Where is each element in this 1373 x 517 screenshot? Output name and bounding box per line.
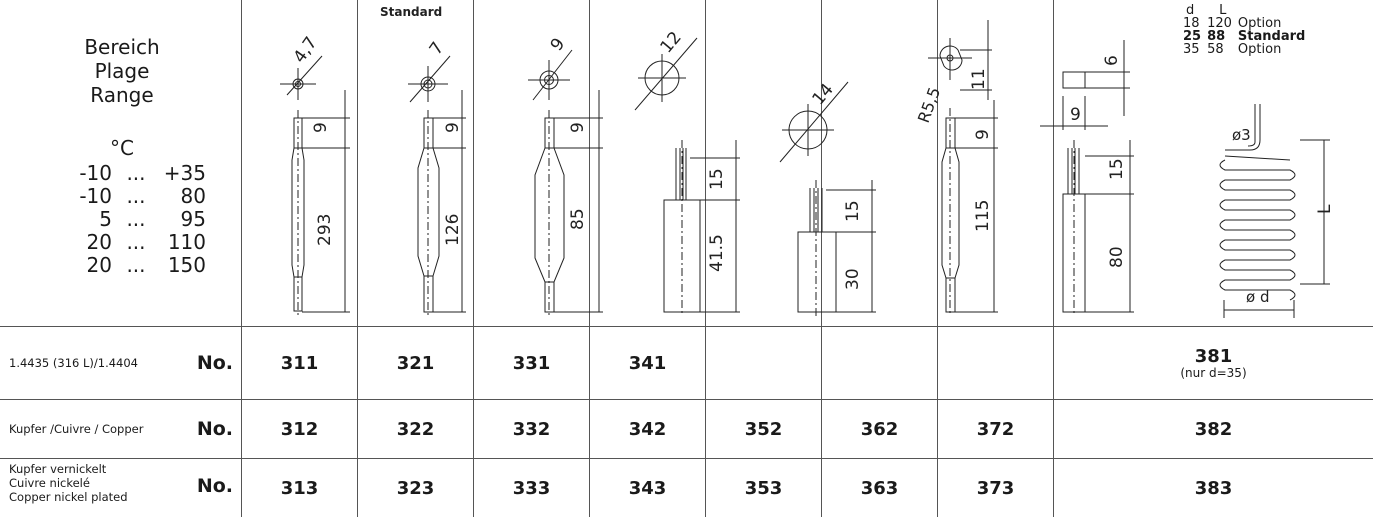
range-list: -10...+35 -10...80 5...95 20...110 20...… xyxy=(72,162,206,277)
product-number: 312 xyxy=(280,418,319,440)
coil-options-table: d L 18 120 Option 25 88 Standard 35 58 O… xyxy=(1183,4,1311,56)
standard-label: Standard xyxy=(380,5,442,19)
product-number: 343 xyxy=(628,477,667,499)
range-row: 20...110 xyxy=(86,230,206,254)
product-number: 331 xyxy=(512,352,551,374)
range-row: 5...95 xyxy=(99,207,206,231)
product-number: 323 xyxy=(396,477,435,499)
dim-label: 9 xyxy=(1070,105,1081,125)
product-number: 383 xyxy=(1194,477,1233,499)
range-row: 20...150 xyxy=(86,253,206,277)
coil-diameter-label: ø d xyxy=(1246,288,1269,306)
no-label: No. xyxy=(196,418,233,440)
no-label: No. xyxy=(196,475,233,497)
dim-label: 15 xyxy=(1107,158,1127,180)
product-number: 362 xyxy=(860,418,899,440)
dim-label: 9 xyxy=(443,122,463,133)
dim-label: 126 xyxy=(443,214,463,246)
product-number: 372 xyxy=(976,418,1015,440)
dim-label: 15 xyxy=(707,168,727,190)
dim-label: 85 xyxy=(568,208,588,230)
product-number: 321 xyxy=(396,352,435,374)
dim-label: 7 xyxy=(426,39,449,59)
dim-label: 6 xyxy=(1102,55,1122,66)
dim-label: 12 xyxy=(657,28,686,57)
dim-label: 41.5 xyxy=(707,234,727,272)
material-label-nickel: Kupfer vernickelt Cuivre nickelé Copper … xyxy=(9,462,233,504)
dim-label: 14 xyxy=(809,80,838,109)
material-label-stainless: 1.4435 (316 L)/1.4404 No. xyxy=(9,352,233,374)
product-number: 382 xyxy=(1194,418,1233,440)
dim-label: 9 xyxy=(568,122,588,133)
range-row: -10...80 xyxy=(79,184,206,208)
range-title-en: Range xyxy=(90,83,154,107)
product-number: 322 xyxy=(396,418,435,440)
dim-label: R5,5 xyxy=(914,85,944,126)
coil-options-header: d L xyxy=(1186,3,1227,18)
sensor-drawing-321 xyxy=(408,55,466,316)
range-unit: °C xyxy=(110,136,134,160)
product-number: 332 xyxy=(512,418,551,440)
range-title-de: Bereich xyxy=(84,35,160,59)
product-number-coil: 381 (nur d=35) xyxy=(1180,346,1247,380)
coil-drawing xyxy=(1219,104,1330,318)
range-cell: Bereich Plage Range °C -10...+35 -10...8… xyxy=(0,0,241,326)
dim-label: 9 xyxy=(311,122,331,133)
material-label-copper: Kupfer /Cuivre / Copper No. xyxy=(9,418,233,440)
sensor-drawing-331 xyxy=(528,49,603,316)
sensor-drawing-341 xyxy=(634,37,740,316)
sensor-drawing-352 xyxy=(779,81,876,316)
coil-wire-label: ø3 xyxy=(1232,126,1251,144)
product-number: 373 xyxy=(976,477,1015,499)
dim-label: 30 xyxy=(843,268,863,290)
product-number: 313 xyxy=(280,477,319,499)
sensor-drawings: 9 293 4,7 Standard 9 126 7 xyxy=(280,5,1335,318)
product-number: 353 xyxy=(744,477,783,499)
range-title-fr: Plage xyxy=(94,59,150,83)
no-label: No. xyxy=(196,352,233,374)
coil-option-row: 18 120 Option xyxy=(1183,16,1282,31)
coil-note: (nur d=35) xyxy=(1180,366,1247,380)
dim-label: 9 xyxy=(973,129,993,140)
product-number: 333 xyxy=(512,477,551,499)
product-number: 341 xyxy=(628,352,667,374)
sensor-drawing-372 xyxy=(1040,40,1134,316)
dim-label: 15 xyxy=(843,200,863,222)
product-number: 352 xyxy=(744,418,783,440)
sensor-drawing-362 xyxy=(928,20,998,316)
product-number: 363 xyxy=(860,477,899,499)
coil-option-row: 25 88 Standard xyxy=(1183,29,1306,44)
dim-label: 11 xyxy=(969,68,989,90)
dim-label: 115 xyxy=(973,200,993,232)
dim-label: 9 xyxy=(547,35,570,55)
coil-length-label: L xyxy=(1315,204,1335,214)
product-number: 342 xyxy=(628,418,667,440)
range-row: -10...+35 xyxy=(79,161,206,185)
dim-label: 80 xyxy=(1107,246,1127,268)
dim-label: 293 xyxy=(315,214,335,246)
product-number: 311 xyxy=(280,352,319,374)
sensor-drawing-311 xyxy=(280,55,350,316)
coil-option-row: 35 58 Option xyxy=(1183,42,1282,57)
